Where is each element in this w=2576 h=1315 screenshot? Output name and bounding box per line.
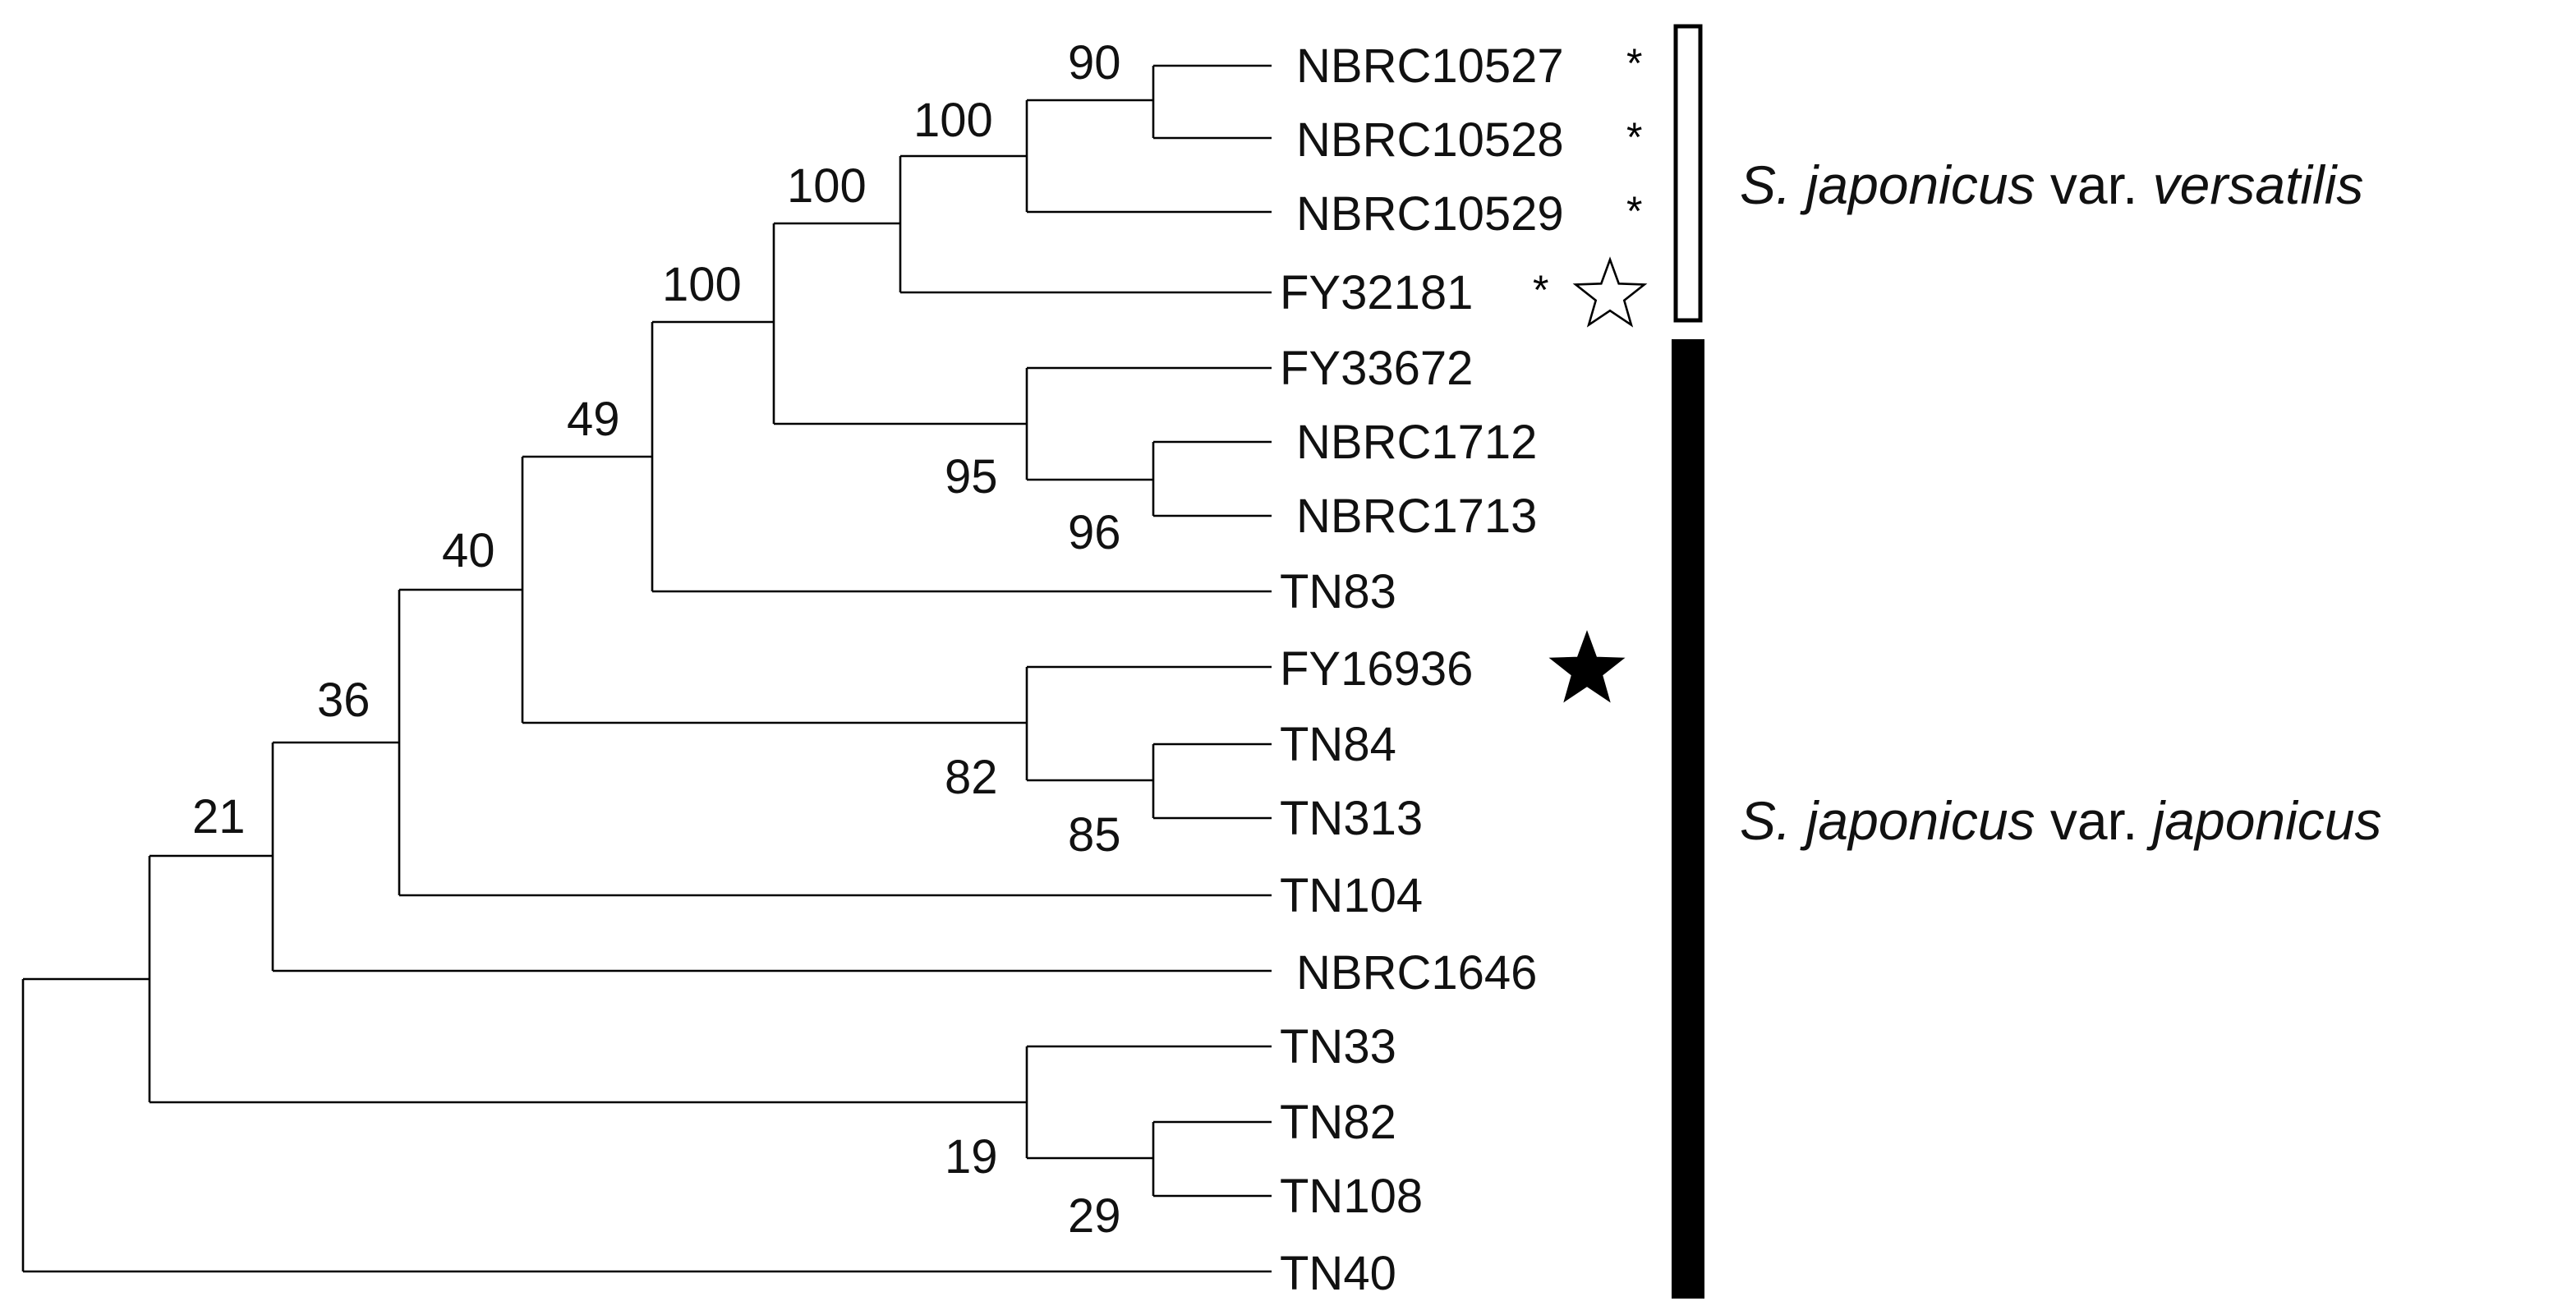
branch-nbrc10527-nbrc10528 [1152, 64, 1272, 140]
leaf-label: NBRC10529 [1296, 187, 1564, 241]
support-value: 96 [1068, 506, 1121, 559]
species-name: S. japonicus [1740, 154, 2036, 215]
branch-clade-nbrc1646 [271, 741, 1272, 972]
asterisk-marker: * [1626, 188, 1642, 234]
asterisk-markers: * * * * [1533, 40, 1642, 313]
filled-star-icon [1548, 630, 1626, 703]
leaf-label: TN82 [1280, 1096, 1396, 1149]
bootstrap-values: 90 100 100 100 95 96 49 40 82 85 36 21 1… [192, 36, 1121, 1243]
tree-branches [21, 64, 1272, 1273]
species-name: S. japonicus [1740, 790, 2036, 851]
support-value: 100 [662, 258, 742, 311]
leaf-label: FY33672 [1280, 342, 1473, 395]
support-value: 40 [442, 524, 495, 577]
branch-clade-tn104 [398, 588, 1272, 897]
support-value: 29 [1068, 1189, 1121, 1243]
versatilis-group-label: S. japonicus var. versatilis [1740, 158, 2363, 212]
branch-clade-versatilis-fy33672 [772, 222, 1027, 425]
support-value: 19 [945, 1130, 998, 1184]
variety-abbrev: var. [2049, 790, 2138, 851]
branch-nbrc1712-nbrc1713 [1152, 440, 1272, 517]
asterisk-marker: * [1626, 114, 1642, 160]
branch-root [21, 977, 1272, 1273]
support-value: 100 [787, 159, 867, 213]
asterisk-marker: * [1626, 40, 1642, 86]
variety-name: versatilis [2152, 154, 2364, 215]
open-star-icon [1572, 256, 1648, 328]
leaf-label: FY32181 [1280, 266, 1473, 320]
japonicus-group-bar [1672, 339, 1704, 1299]
support-value: 36 [317, 674, 370, 727]
leaf-label: TN108 [1280, 1170, 1423, 1223]
leaf-label: TN313 [1280, 792, 1423, 845]
support-value: 49 [567, 393, 620, 446]
leaf-label: TN104 [1280, 869, 1423, 922]
versatilis-group-bar [1673, 24, 1703, 323]
variety-name: japonicus [2152, 790, 2382, 851]
branch-clade-fy33672 [1025, 366, 1272, 481]
branch-clade-tn33 [1025, 1045, 1272, 1160]
leaf-label: NBRC1713 [1296, 490, 1537, 543]
leaf-label: NBRC10527 [1296, 39, 1564, 93]
support-value: 90 [1068, 36, 1121, 90]
support-value: 85 [1068, 808, 1121, 862]
leaf-label: NBRC10528 [1296, 113, 1564, 167]
branch-clade-21-tn33 [148, 854, 1027, 1104]
variety-abbrev: var. [2049, 154, 2138, 215]
leaf-label: TN83 [1280, 565, 1396, 618]
branch-tn84-tn313 [1152, 743, 1272, 820]
leaf-label: TN40 [1280, 1247, 1396, 1300]
branch-tn82-tn108 [1152, 1120, 1272, 1198]
leaf-label: TN33 [1280, 1020, 1396, 1074]
leaf-label: NBRC1712 [1296, 416, 1537, 469]
branch-clade-fy32181 [899, 154, 1272, 294]
support-value: 95 [945, 450, 998, 503]
leaf-label: NBRC1646 [1296, 946, 1537, 1000]
japonicus-group-label: S. japonicus var. japonicus [1740, 793, 2382, 848]
support-value: 100 [913, 94, 993, 147]
support-value: 82 [945, 751, 998, 804]
leaf-labels: NBRC10527 NBRC10528 NBRC10529 FY32181 FY… [1280, 39, 1564, 1300]
branch-clade-fy16936 [1025, 665, 1272, 782]
branch-clade-nbrc10529 [1025, 99, 1272, 214]
asterisk-marker: * [1533, 267, 1548, 313]
leaf-label: FY16936 [1280, 642, 1473, 696]
leaf-label: TN84 [1280, 718, 1396, 771]
support-value: 21 [192, 790, 246, 844]
